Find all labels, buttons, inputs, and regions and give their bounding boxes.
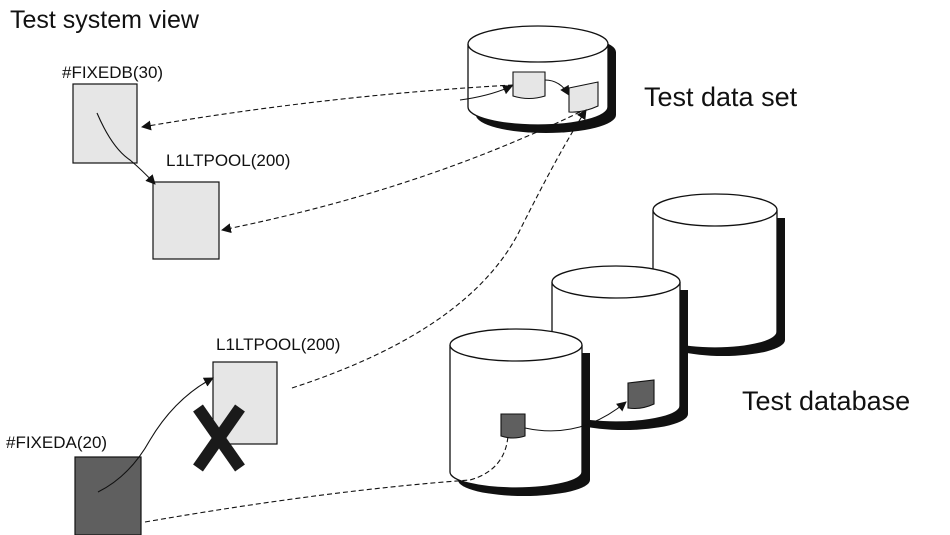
test-database-label: Test database [742, 386, 911, 416]
database-page-front [500, 413, 526, 439]
l1ltpool-bottom-label: L1LTPOOL(200) [216, 335, 341, 354]
database-cylinder-front [449, 328, 590, 496]
l1ltpool-top-label: L1LTPOOL(200) [166, 151, 291, 170]
page-title: Test system view [10, 6, 199, 34]
fixeda-label: #FIXEDA(20) [6, 433, 108, 452]
fixedb-label: #FIXEDB(30) [62, 63, 164, 82]
x-cross-icon [193, 404, 245, 472]
l1ltpool-top-page [152, 181, 220, 260]
dataset-page-a [512, 71, 546, 100]
test-data-set-label: Test data set [644, 82, 798, 112]
fixeda-page [74, 456, 142, 535]
database-page-middle [627, 379, 655, 410]
fixedb-page [72, 83, 138, 164]
